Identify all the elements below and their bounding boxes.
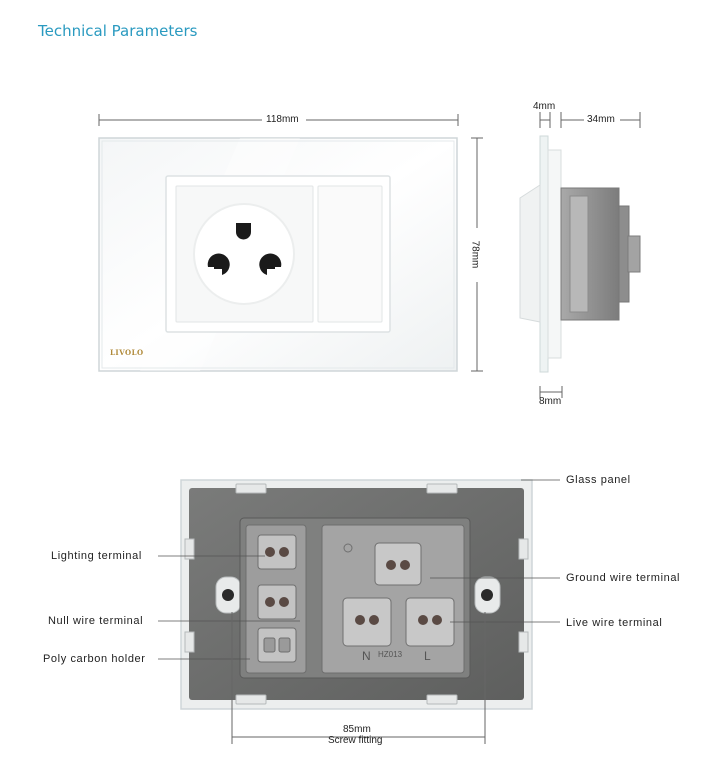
height-label: 78mm [469,240,481,269]
screw-fitting-label: Screw fitting [328,735,383,746]
model-mark: HZ013 [378,650,403,659]
screw-holes [215,576,501,614]
brand-logo: LIVOLO [110,348,144,357]
socket-circle [193,203,295,305]
width-label: 118mm [266,114,299,125]
lighting-terminal-block [257,534,297,663]
side-glass-edge [539,135,549,373]
base-thickness-label: 8mm [539,396,562,407]
side-view [519,112,641,398]
callout-live-wire-terminal: Live wire terminal [566,617,663,629]
glass-thickness-label: 4mm [533,101,556,112]
callout-ground-wire-terminal: Ground wire terminal [566,572,681,584]
plate-clips [184,483,529,705]
width-dimension-line [98,114,459,126]
depth-label: 34mm [587,114,615,125]
socket-terminal-block [342,542,455,647]
side-dimension-lines [539,112,641,398]
screw-fitting-dimension-line [231,612,486,744]
leader-lines [158,479,560,660]
screw-fitting-value: 85mm [343,724,371,735]
callout-poly-carbon-holder: Poly carbon holder [43,653,146,665]
side-switch-cap [519,184,541,323]
back-view: N HZ013 L [158,479,560,744]
height-dimension-line [471,137,483,372]
switch-button [317,185,383,323]
neutral-mark: N [362,649,371,663]
callout-lighting-terminal: Lighting terminal [51,550,142,562]
socket-holes [207,223,282,275]
page-title: Technical Parameters [38,22,198,40]
front-view [98,114,483,372]
callout-null-wire-terminal: Null wire terminal [48,615,144,627]
live-mark: L [424,649,431,663]
callout-glass-panel: Glass panel [566,474,631,486]
